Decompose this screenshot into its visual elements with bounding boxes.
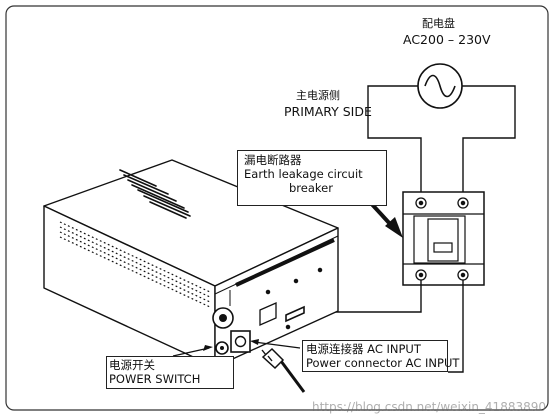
primary-side-label-en: PRIMARY SIDE [284, 104, 372, 119]
breaker-body [402, 191, 485, 286]
ac-input-connector [230, 330, 251, 353]
distribution-panel-title: 配电盘 [422, 17, 455, 30]
ac-input-leader [250, 339, 301, 349]
side-vents [59, 221, 211, 308]
diagram-frame [5, 5, 549, 411]
primary-side-label-cn: 主电源侧 [296, 89, 340, 102]
fan-icon [212, 307, 234, 329]
breaker-callout: 漏电断路器 Earth leakage circuit breaker [237, 150, 387, 206]
power-switch-label-cn: 电源开关 [109, 358, 155, 372]
ac-source-symbol [417, 63, 463, 109]
breaker-label-en-line1: Earth leakage circuit [244, 167, 363, 181]
primary-wires [367, 85, 516, 193]
power-switch-leader [172, 345, 213, 357]
power-switch-knob [215, 341, 229, 355]
ac-input-label-cn: 电源连接器 AC INPUT [306, 342, 421, 356]
distribution-panel-voltage: AC200 – 230V [403, 32, 491, 47]
power-switch-callout: 电源开关 POWER SWITCH [106, 356, 234, 389]
ac-input-callout: 电源连接器 AC INPUT Power connector AC INPUT [302, 340, 460, 372]
ac-input-label-en: Power connector AC INPUT [306, 356, 460, 370]
rear-panel-details [245, 267, 323, 346]
power-switch-label-en: POWER SWITCH [109, 372, 201, 386]
power-plug-icon [261, 347, 306, 393]
breaker-label-cn: 漏电断路器 [244, 153, 302, 167]
breaker-label-en-line2: breaker [289, 181, 333, 195]
watermark-text: https://blog.csdn.net/weixin_41883890 [311, 400, 546, 414]
top-vent-slots [119, 169, 191, 219]
